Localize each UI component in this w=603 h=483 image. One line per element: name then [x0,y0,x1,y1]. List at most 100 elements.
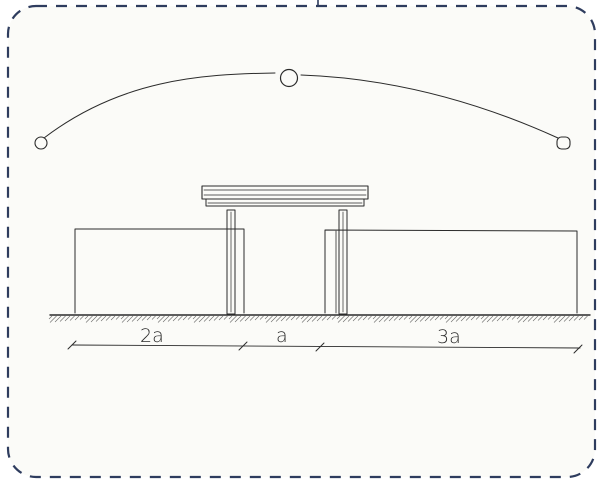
ground-hatch-stroke [193,315,201,323]
ground-hatch-stroke [265,315,273,323]
ground-hatch [48,315,588,323]
ground-hatch-stroke [372,315,377,320]
ground-hatch-stroke [192,315,197,320]
dimension-label-a: a [276,325,288,347]
ground-hatch-stroke [146,315,152,321]
ground-hatch-stroke [59,315,66,322]
ground-hatch-stroke [455,315,462,322]
ground-hatch-stroke [110,315,116,321]
ground-hatch-stroke [182,315,188,321]
ground-hatch-stroke [131,315,138,322]
ground-hatch-stroke [403,315,408,320]
ground-hatch-stroke [198,315,206,323]
ground-hatch-stroke [54,315,62,323]
ground-hatch-stroke [434,315,440,321]
ground-hatch-stroke [398,315,404,321]
ground-hatch-stroke [553,315,561,323]
ground-hatch-stroke [445,315,453,323]
ground-hatch-stroke [583,315,588,320]
ground-hatch-stroke [373,315,381,323]
ground-hatch-stroke [558,315,566,323]
ground-hatch-stroke [120,315,125,320]
ground-hatch-stroke [532,315,539,322]
ground-hatch-stroke [85,315,93,323]
ground-hatch-stroke [223,315,228,320]
ground-hatch-stroke [228,315,233,320]
ground-hatch-stroke [496,315,503,322]
ground-hatch-stroke [573,315,579,321]
ground-hatch-stroke [552,315,557,320]
ground-hatch-stroke [408,315,413,320]
ground-hatch-stroke [486,315,494,323]
light-arc [43,72,559,139]
ground-hatch-stroke [506,315,512,321]
ground-hatch-stroke [213,315,219,321]
ground-hatch-stroke [357,315,363,321]
ground-hatch-stroke [187,315,192,320]
ground-hatch-stroke [537,315,543,321]
ground-hatch-stroke [383,315,390,322]
left-post [226,209,236,315]
ground-hatch-stroke [79,315,84,320]
ground-hatch-stroke [450,315,458,323]
ground-hatch-stroke [444,315,449,320]
ground-hatch-stroke [321,315,327,321]
light-point-right [556,136,571,150]
ground-hatch-stroke [157,315,165,323]
ground-hatch-stroke [347,315,354,322]
ground-hatch-stroke [162,315,170,323]
ground-hatch-stroke [105,315,111,321]
ground-hatch-stroke [264,315,269,320]
ground-hatch-stroke [378,315,386,323]
ground-hatch-stroke [568,315,575,322]
ground-hatch-stroke [126,315,134,323]
ground-hatch-stroke [465,315,471,321]
ground-hatch-stroke [367,315,372,320]
ground-hatch-stroke [295,315,300,320]
ground-hatch-stroke [481,315,489,323]
ground-hatch-stroke [249,315,255,321]
ground-hatch-stroke [511,315,516,320]
ground-hatch-stroke [352,315,359,322]
ground-hatch-stroke [95,315,102,322]
ground-hatch-stroke [414,315,422,323]
ground-hatch-stroke [259,315,264,320]
ground-hatch-stroke [64,315,71,322]
ground-hatch-stroke [172,315,179,322]
ground-hatch-stroke [285,315,291,321]
light-point-top [279,68,299,88]
ground-hatch-stroke [516,315,521,320]
ground-hatch-stroke [491,315,498,322]
dimension-line [67,340,583,354]
ground-hatch-stroke [578,315,584,321]
ground-hatch-stroke [475,315,480,320]
ground-hatch-stroke [301,315,309,323]
ground-hatch-stroke [542,315,548,321]
ground-hatch-stroke [218,315,224,321]
ground-hatch-stroke [115,315,120,320]
ground-hatch-stroke [460,315,467,322]
ground-hatch-stroke [141,315,147,321]
ground-hatch-stroke [234,315,242,323]
ground-hatch-stroke [290,315,296,321]
ground-hatch-stroke [547,315,552,320]
ground-hatch-stroke [156,315,161,320]
dimension-label-2a: 2a [140,325,164,347]
ground-hatch-stroke [74,315,80,321]
ground-hatch-stroke [69,315,75,321]
ground-hatch-stroke [49,315,57,323]
ground-hatch-stroke [203,315,210,322]
ground-hatch-stroke [470,315,476,321]
ground-hatch-stroke [100,315,107,322]
ground-hatch-stroke [275,315,282,322]
ground-hatch-stroke [84,315,89,320]
ground-hatch-stroke [48,315,53,320]
ground-hatch-stroke [342,315,350,323]
ground-hatch-stroke [270,315,278,323]
ground-hatch-stroke [480,315,485,320]
ground-hatch-stroke [280,315,287,322]
ground-hatch-stroke [177,315,183,321]
ground-hatch-stroke [229,315,237,323]
roof-beam [201,185,369,207]
